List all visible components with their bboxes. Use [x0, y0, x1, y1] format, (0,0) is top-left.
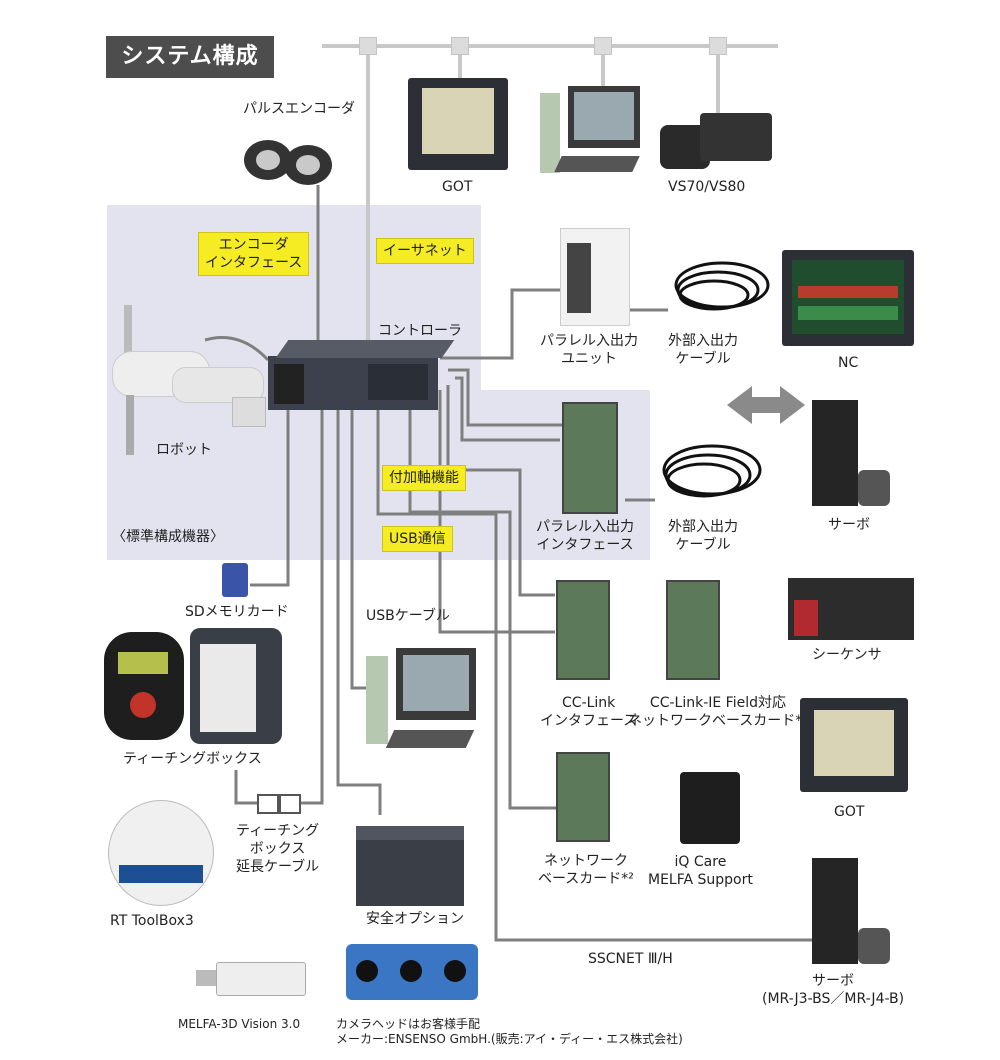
external-io-cable-label-2: 外部入出力 ケーブル	[668, 519, 738, 553]
ethernet-node	[359, 37, 377, 55]
controller-image	[268, 340, 455, 412]
sd-card-label: SDメモリカード	[185, 604, 289, 620]
servo-amplifier-bottom-image	[812, 858, 892, 968]
external-io-cable-label: 外部入出力 ケーブル	[668, 333, 738, 367]
iq-care-card-image	[680, 772, 740, 844]
network-base-card-image	[556, 752, 610, 842]
page-title: システム構成	[106, 36, 274, 78]
robot-label: ロボット	[156, 442, 212, 458]
melfa-3d-dongle-image	[196, 960, 306, 998]
ethernet-node	[709, 37, 727, 55]
parallel-io-interface-label: パラレル入出力 インタフェース	[536, 519, 634, 553]
servo-amplifier-image	[812, 400, 892, 510]
ethernet-tag: イーサネット	[376, 238, 474, 264]
nc-image	[782, 250, 914, 346]
vision-sensor-label: VS70/VS80	[668, 179, 746, 195]
teaching-box-image	[104, 632, 184, 740]
iq-care-label: iQ Care MELFA Support	[648, 854, 753, 888]
got-bottom-image	[800, 698, 908, 792]
sequencer-image	[788, 578, 914, 640]
pc-image	[540, 78, 640, 178]
sequencer-label: シーケンサ	[812, 647, 882, 663]
servo-model-label: サーボ (MR-J3-BS／MR-J4-B)	[762, 973, 905, 1007]
robot-image	[112, 305, 267, 460]
usb-cable-label: USBケーブル	[366, 608, 450, 624]
got-bottom-label: GOT	[834, 804, 865, 820]
additional-axis-tag: 付加軸機能	[382, 465, 466, 491]
vision-sensor-image	[660, 105, 775, 175]
parallel-io-interface-image	[562, 402, 618, 514]
cc-link-interface-label: CC-Link インタフェース	[540, 695, 638, 729]
rt-toolbox-label: RT ToolBox3	[110, 913, 194, 929]
sscnet-label: SSCNET Ⅲ/H	[588, 951, 673, 967]
got-image	[408, 78, 508, 170]
camera-head-note: カメラヘッドはお客様手配 メーカー:ENSENSO GmbH.(販売:アイ・ディ…	[336, 1017, 683, 1046]
encoder-interface-tag: エンコーダ インタフェース	[198, 232, 310, 276]
pulse-encoder-image	[238, 130, 332, 190]
cc-link-ie-card-label: CC-Link-IE Field対応 ネットワークベースカード*²	[628, 695, 808, 729]
cc-link-interface-image	[556, 580, 610, 680]
safety-option-label: 安全オプション	[366, 911, 464, 927]
ethernet-node	[594, 37, 612, 55]
got-label: GOT	[442, 179, 473, 195]
sd-card-image	[222, 563, 248, 597]
cc-link-ie-card-image	[666, 580, 720, 680]
teaching-pendant-image	[190, 628, 282, 744]
network-base-card-label: ネットワーク ベースカード*²	[538, 853, 634, 887]
teaching-box-label: ティーチングボックス	[123, 751, 262, 767]
usb-pc-image	[366, 648, 476, 758]
standard-equipment-label: 〈標準構成機器〉	[112, 529, 224, 545]
melfa-3d-vision-label: MELFA-3D Vision 3.0	[178, 1017, 301, 1031]
parallel-io-unit-image	[560, 228, 630, 326]
safety-option-image	[356, 826, 464, 906]
ethernet-node	[451, 37, 469, 55]
controller-label: コントローラ	[378, 323, 462, 339]
servo-label: サーボ	[828, 517, 870, 533]
camera-head-image	[346, 944, 478, 1000]
teaching-box-extension-cable-label: ティーチング ボックス 延長ケーブル	[236, 823, 320, 875]
usb-communication-tag: USB通信	[382, 526, 453, 552]
pulse-encoder-label: パルスエンコーダ	[243, 101, 355, 117]
parallel-io-unit-label: パラレル入出力 ユニット	[540, 333, 638, 367]
rt-toolbox-disc-image	[108, 800, 214, 906]
nc-label: NC	[838, 355, 859, 371]
